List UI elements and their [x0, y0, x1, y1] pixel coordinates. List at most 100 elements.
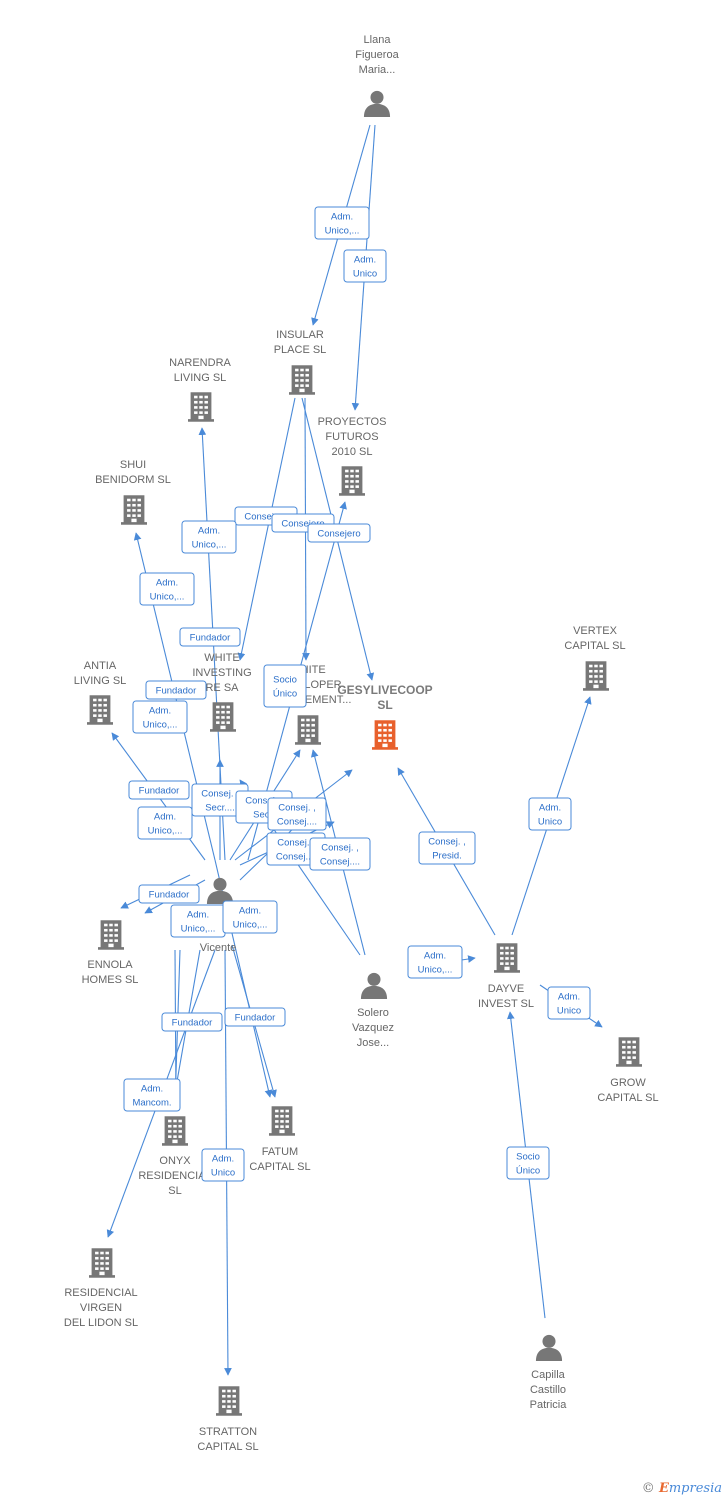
edge-label[interactable]: Adm.Unico — [201, 1148, 245, 1182]
person-icon — [360, 972, 388, 999]
building-icon — [210, 702, 236, 732]
person-icon — [363, 90, 391, 117]
edge-label[interactable]: Adm.Unico,... — [314, 206, 370, 240]
edge-label[interactable]: Fundador — [128, 780, 190, 800]
edge-label-text: Adm. — [539, 803, 561, 814]
node-label: Solero — [357, 1007, 389, 1019]
edge-label[interactable]: Adm. Unico — [528, 797, 572, 831]
edge-label[interactable]: Adm.Unico — [343, 249, 387, 283]
brand-initial: E — [658, 1481, 669, 1496]
edge-label[interactable]: Adm. Unico,... — [222, 900, 278, 934]
edge-label[interactable]: Adm.Unico,... — [181, 520, 237, 554]
node-label: NARENDRA — [169, 357, 231, 369]
node-label: SL — [168, 1185, 181, 1197]
edge-label-text: Unico,... — [233, 920, 268, 931]
edge-label-text: Fundador — [190, 633, 231, 644]
building-icon — [583, 661, 609, 691]
edge-label-box — [222, 900, 278, 934]
node-label: VIRGEN — [80, 1302, 122, 1314]
empresia-logo[interactable]: © Empresia — [642, 1481, 722, 1496]
edge-label[interactable]: Consej. ,Presid. — [418, 831, 476, 865]
node-label: PROYECTOS — [318, 416, 387, 428]
node-label: HOMES SL — [82, 974, 139, 986]
node-label: GESYLIVECOOP — [337, 683, 432, 697]
edge-label-text: Unico,... — [143, 720, 178, 731]
edge-label-text: Adm. — [149, 706, 171, 717]
building-icon — [372, 720, 398, 750]
edge-label-text: Consej. , — [321, 843, 359, 854]
edge-label[interactable]: Adm.Unico — [547, 986, 591, 1020]
edge-label-box — [161, 1012, 223, 1032]
node-label: Jose... — [357, 1037, 389, 1049]
edge-label-text: Secr. — [253, 810, 275, 821]
building-icon — [269, 1106, 295, 1136]
edge-label-box — [224, 1007, 286, 1027]
edge-label[interactable]: Consej. ,Consej.... — [309, 837, 371, 871]
node-label: Castillo — [530, 1384, 566, 1396]
edge-label-text: Unico — [538, 817, 562, 828]
node-label: 2010 SL — [332, 446, 373, 458]
edge-label[interactable]: Fundador — [145, 680, 207, 700]
edge-label[interactable]: Fundador — [224, 1007, 286, 1027]
node-solero[interactable]: SoleroVazquezJose... — [352, 972, 394, 1049]
building-icon — [188, 392, 214, 422]
edge-label[interactable]: Adm.Unico,... — [137, 806, 193, 840]
edge-label[interactable]: Adm.Unico,... — [170, 904, 226, 938]
node-label: Capilla — [531, 1369, 566, 1381]
edge-label-box — [418, 831, 476, 865]
building-icon — [616, 1037, 642, 1067]
edge-label-box — [181, 520, 237, 554]
edge-label-text: Adm. — [212, 1154, 234, 1165]
edge-label[interactable]: Fundador — [179, 627, 241, 647]
node-vicente[interactable]: Vicente — [200, 877, 237, 954]
edge-label[interactable]: Adm. Unico,... — [132, 700, 188, 734]
copyright-symbol: © — [641, 1481, 655, 1496]
edge-label[interactable]: Fundador — [161, 1012, 223, 1032]
edge-label-box — [343, 249, 387, 283]
edge-label[interactable]: Adm.Mancom. — [123, 1078, 181, 1112]
edge-label[interactable]: Adm.Unico,... — [407, 945, 463, 979]
edge-label-box — [201, 1148, 245, 1182]
edge-label-box — [309, 837, 371, 871]
node-label: CAPITAL SL — [249, 1161, 310, 1173]
edge-label[interactable]: Fundador — [138, 884, 200, 904]
edge-label-text: Unico,... — [181, 924, 216, 935]
edge-label-box — [506, 1146, 550, 1180]
building-icon — [98, 920, 124, 950]
node-label: CAPITAL SL — [197, 1441, 258, 1453]
building-icon — [216, 1386, 242, 1416]
edge-label[interactable]: Consejero — [307, 523, 371, 543]
edge-label-text: Adm. — [239, 906, 261, 917]
edge-label-text: Fundador — [235, 1013, 276, 1024]
edge-label-text: Fundador — [156, 686, 197, 697]
node-llana[interactable]: LlanaFigueroaMaria... — [355, 34, 400, 117]
edge-label-box — [528, 797, 572, 831]
edge-label-text: Adm. — [424, 951, 446, 962]
building-icon — [162, 1116, 188, 1146]
building-icon — [87, 695, 113, 725]
building-icon — [339, 466, 365, 496]
edge-label[interactable]: Adm.Unico,... — [139, 572, 195, 606]
node-label: ONYX — [159, 1155, 191, 1167]
edge-label-text: Socio — [273, 675, 297, 686]
edge-label[interactable]: Consej. ,Consej.... — [267, 797, 327, 831]
node-label: RESIDENCIAL — [64, 1287, 137, 1299]
